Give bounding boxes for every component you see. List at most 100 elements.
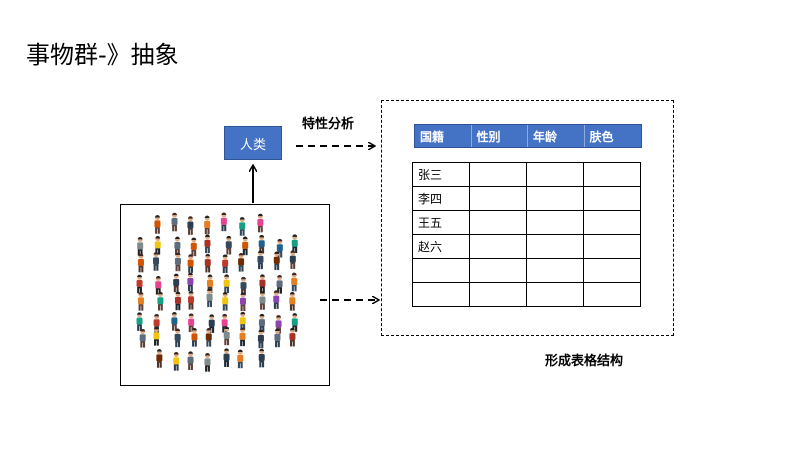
person-figure (136, 312, 143, 332)
table-cell (469, 210, 527, 235)
data-table: 张三李四王五赵六 (412, 162, 641, 307)
person-figure (204, 253, 211, 273)
person-figure (237, 349, 244, 369)
table-structure-frame (381, 100, 674, 336)
person-figure (187, 216, 194, 235)
person-figure (174, 236, 181, 256)
table-cell (469, 258, 527, 283)
table-cell (583, 234, 641, 259)
table-cell (412, 282, 470, 307)
table-cell (469, 162, 527, 187)
person-figure (139, 328, 146, 348)
person-figure (204, 353, 211, 372)
person-figure (187, 272, 194, 292)
person-figure (137, 292, 144, 311)
person-figure (273, 251, 280, 271)
person-figure (220, 212, 227, 232)
person-figure (187, 254, 194, 273)
table-header-cell: 年龄 (528, 125, 585, 147)
crowd-image (120, 204, 330, 386)
person-figure (174, 328, 181, 348)
table-cell (526, 186, 584, 211)
table-cell: 王五 (412, 210, 470, 235)
person-figure (154, 215, 161, 234)
person-figure (206, 288, 213, 308)
person-figure (153, 252, 160, 271)
person-figure (174, 291, 181, 311)
table-cell (526, 210, 584, 235)
class-box-label: 人类 (239, 137, 266, 153)
table-row: 李四 (412, 186, 641, 211)
person-figure (171, 312, 178, 331)
table-cell (583, 210, 641, 235)
person-figure (204, 234, 211, 254)
person-figure (239, 327, 246, 347)
person-figure (223, 326, 230, 346)
person-figure (259, 291, 266, 310)
person-figure (187, 351, 194, 371)
person-figure (204, 215, 211, 235)
person-figure (190, 237, 197, 257)
person-figure (239, 292, 246, 312)
table-cell (526, 258, 584, 283)
page-title: 事物群-》抽象 (26, 41, 179, 69)
person-figure (289, 327, 296, 347)
person-figure (173, 273, 180, 293)
table-header-cell: 国籍 (415, 125, 472, 147)
person-figure (208, 314, 215, 334)
person-figure (239, 217, 246, 236)
table-cell (583, 258, 641, 283)
person-figure (188, 313, 195, 333)
table-cell: 张三 (412, 162, 470, 187)
person-figure (257, 213, 264, 233)
person-figure (273, 290, 280, 310)
person-figure (137, 253, 144, 273)
table-cell: 李四 (412, 186, 470, 211)
person-figure (174, 252, 181, 272)
person-figure (259, 274, 266, 294)
feature-analysis-label: 特性分析 (302, 117, 355, 132)
person-figure (155, 275, 162, 295)
person-figure (137, 237, 144, 256)
person-figure (154, 236, 161, 255)
person-figure (242, 236, 249, 256)
table-row: 王五 (412, 210, 641, 235)
person-figure (291, 272, 298, 292)
table-row (412, 258, 641, 283)
crowd-people-illustration (136, 212, 298, 372)
person-figure (239, 311, 246, 331)
person-figure (276, 238, 283, 258)
table-row: 赵六 (412, 234, 641, 259)
person-figure (191, 328, 198, 347)
person-figure (238, 252, 245, 272)
class-box-human: 人类 (224, 126, 282, 160)
table-cell (412, 258, 470, 283)
table-structure-label: 形成表格结构 (545, 354, 624, 369)
person-figure (276, 275, 283, 294)
person-figure (222, 291, 229, 311)
table-cell (583, 162, 641, 187)
person-figure (240, 276, 247, 296)
table-cell: 赵六 (412, 234, 470, 259)
person-figure (171, 212, 178, 232)
person-figure (258, 234, 265, 254)
person-figure (153, 327, 160, 346)
person-figure (258, 313, 265, 333)
table-cell (526, 162, 584, 187)
person-figure (173, 352, 180, 371)
table-row: 张三 (412, 162, 641, 187)
person-figure (223, 274, 230, 294)
person-figure (205, 328, 212, 347)
person-figure (289, 250, 296, 270)
table-cell (526, 234, 584, 259)
table-cell (526, 282, 584, 307)
table-header-cell: 肤色 (589, 129, 614, 144)
person-figure (156, 349, 163, 368)
person-figure (274, 328, 281, 348)
table-row (412, 282, 641, 307)
person-figure (291, 234, 298, 254)
person-figure (222, 254, 229, 274)
person-figure (225, 235, 232, 255)
person-figure (289, 292, 296, 311)
table-cell (583, 186, 641, 211)
